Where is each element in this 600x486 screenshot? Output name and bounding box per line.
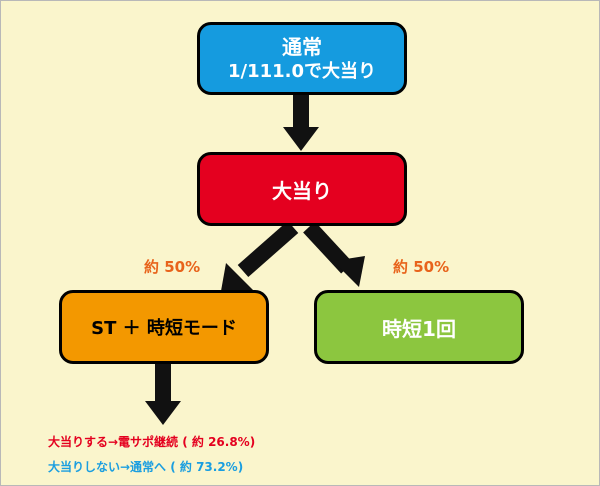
arrow-jackpot-to-st-mode [221, 220, 299, 291]
node-jackpot: 大当り [197, 152, 407, 226]
node-jitan-once: 時短1回 [314, 290, 524, 364]
arrow-st-mode-down [145, 364, 181, 425]
node-jitan-once-label: 時短1回 [382, 316, 456, 341]
node-normal-odds: 1/111.0で大当り [227, 60, 377, 82]
arrow-normal-to-jackpot [283, 95, 319, 151]
node-st-mode-label: ST ＋ 時短モード [91, 318, 237, 339]
node-normal-title: 通常 [282, 34, 322, 59]
node-st-mode: ST ＋ 時短モード [59, 290, 269, 364]
node-normal: 通常 1/111.0で大当り [197, 22, 407, 95]
note-miss-outcome: 大当りしない→通常へ ( 約 73.2%) [48, 460, 244, 474]
arrow-jackpot-to-jitan [303, 221, 365, 287]
note-hit-outcome: 大当りする→電サポ継続 ( 約 26.8%) [48, 435, 256, 449]
edge-left-probability: 約 50% [144, 258, 201, 276]
edge-right-probability: 約 50% [393, 258, 450, 276]
node-jackpot-label: 大当り [272, 178, 332, 203]
